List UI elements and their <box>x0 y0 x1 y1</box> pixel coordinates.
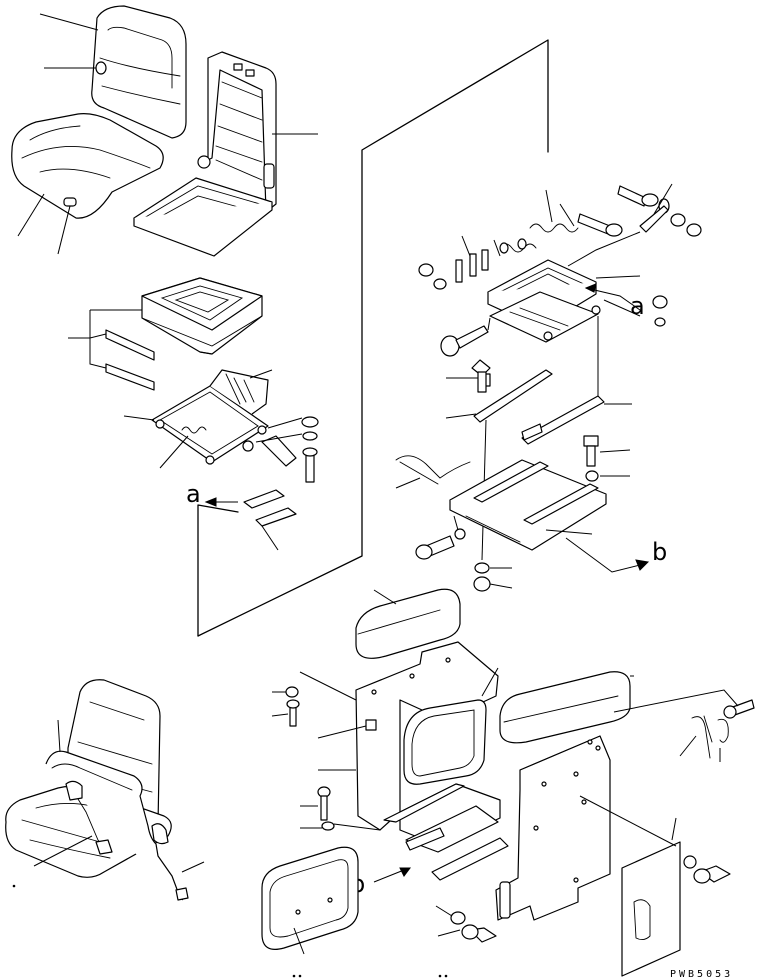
callout-a-left: a <box>186 480 201 508</box>
bolts-right-side <box>472 360 630 481</box>
mount-brackets <box>244 490 296 550</box>
suspension-bolts <box>568 184 701 266</box>
seat-assembly-with-belt <box>6 680 204 900</box>
base-plate <box>450 460 606 550</box>
seat-back-cushion <box>40 6 186 138</box>
seat-pan <box>142 278 262 354</box>
right-washers <box>653 296 667 326</box>
seat-side-rails <box>68 310 154 390</box>
drawing-code: PWB5053 <box>670 969 733 980</box>
clip-hooks <box>614 690 754 762</box>
base-bolts <box>416 516 512 591</box>
console-right <box>406 672 634 920</box>
console-box <box>318 642 500 852</box>
callout-a-right: a <box>630 292 645 320</box>
callout-arrows <box>206 284 648 882</box>
side-panel-left <box>262 847 358 954</box>
slide-rails <box>446 316 632 560</box>
armrest-left <box>356 589 460 658</box>
callout-b-right: b <box>652 538 667 566</box>
stray-marks <box>13 885 447 977</box>
lever-parts <box>419 236 488 289</box>
side-panel-right <box>580 796 680 976</box>
suspension-springs <box>494 190 578 256</box>
height-knob <box>441 318 490 356</box>
seat-mat <box>396 456 470 488</box>
suspension-frame <box>488 260 640 342</box>
slide-mechanism <box>124 370 296 468</box>
seat-frame <box>134 52 318 256</box>
left-fasteners <box>256 417 318 482</box>
group-boundary-lines <box>198 40 548 636</box>
seat-bottom-cushion <box>12 114 163 254</box>
console-bolts <box>272 672 380 830</box>
bottom-bolts <box>436 856 730 942</box>
